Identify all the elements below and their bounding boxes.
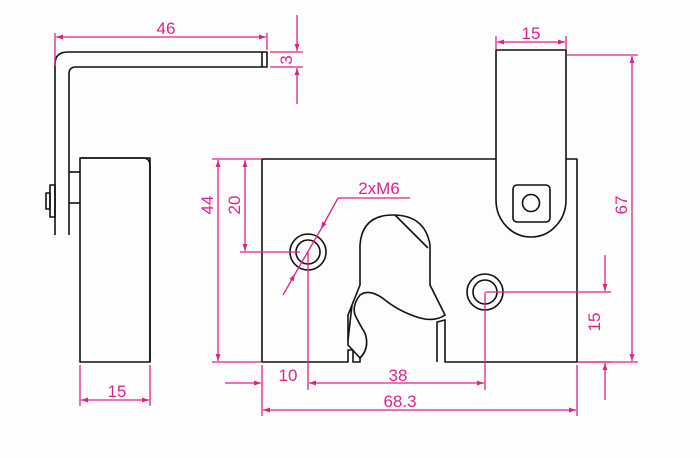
square-boss — [512, 184, 551, 223]
dim-label-46: 46 — [157, 19, 176, 38]
pivot-hole — [521, 193, 541, 213]
dim-label-38: 38 — [389, 366, 408, 385]
dimensions: 46 3 15 67 44 20 2xM6 — [54, 15, 638, 416]
dim-label-20: 20 — [225, 196, 244, 215]
latch-hook — [347, 214, 446, 359]
dim-label-10: 10 — [279, 366, 298, 385]
dim-label-side-15: 15 — [108, 382, 127, 401]
dim-label-3: 3 — [277, 55, 296, 64]
dim-label-68-3: 68.3 — [383, 392, 416, 411]
front-view — [261, 49, 578, 363]
l-bracket — [54, 51, 268, 235]
dim-label-hole2-15: 15 — [585, 313, 604, 332]
latch-plate — [261, 158, 578, 363]
side-block-corner — [80, 157, 151, 362]
dim-label-arm-15: 15 — [522, 24, 541, 43]
side-block — [79, 157, 151, 363]
hole-callout: 2xM6 — [358, 179, 400, 198]
dim-label-67: 67 — [612, 196, 631, 215]
dim-label-44: 44 — [198, 196, 217, 215]
latch-arm — [495, 49, 567, 238]
side-view — [45, 51, 268, 363]
